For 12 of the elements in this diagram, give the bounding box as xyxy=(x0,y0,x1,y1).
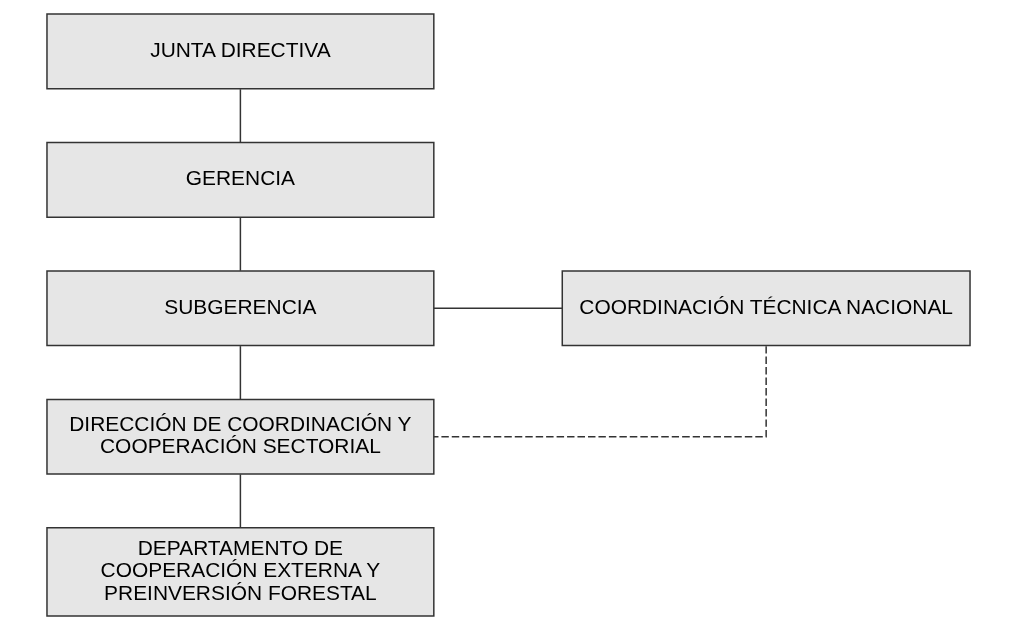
connector xyxy=(239,88,241,143)
connector xyxy=(432,307,563,310)
connector xyxy=(239,216,241,272)
node-box: DIRECCIÓN DE COORDINACIÓN Y COOPERACIÓN SECTORIAL xyxy=(45,398,435,475)
node-box: GERENCIA xyxy=(45,141,435,218)
node-box: JUNTA DIRECTIVA xyxy=(45,13,435,90)
node-box: DEPARTAMENTO DE COOPERACIÓN EXTERNA Y PREINVERSIÓN FORESTAL xyxy=(45,527,435,617)
connector xyxy=(239,473,241,529)
node-box: SUBGERENCIA xyxy=(45,270,435,347)
connector xyxy=(432,345,767,438)
node-box: COORDINACIÓN TÉCNICA NACIONAL xyxy=(561,270,971,347)
connector xyxy=(239,345,241,400)
